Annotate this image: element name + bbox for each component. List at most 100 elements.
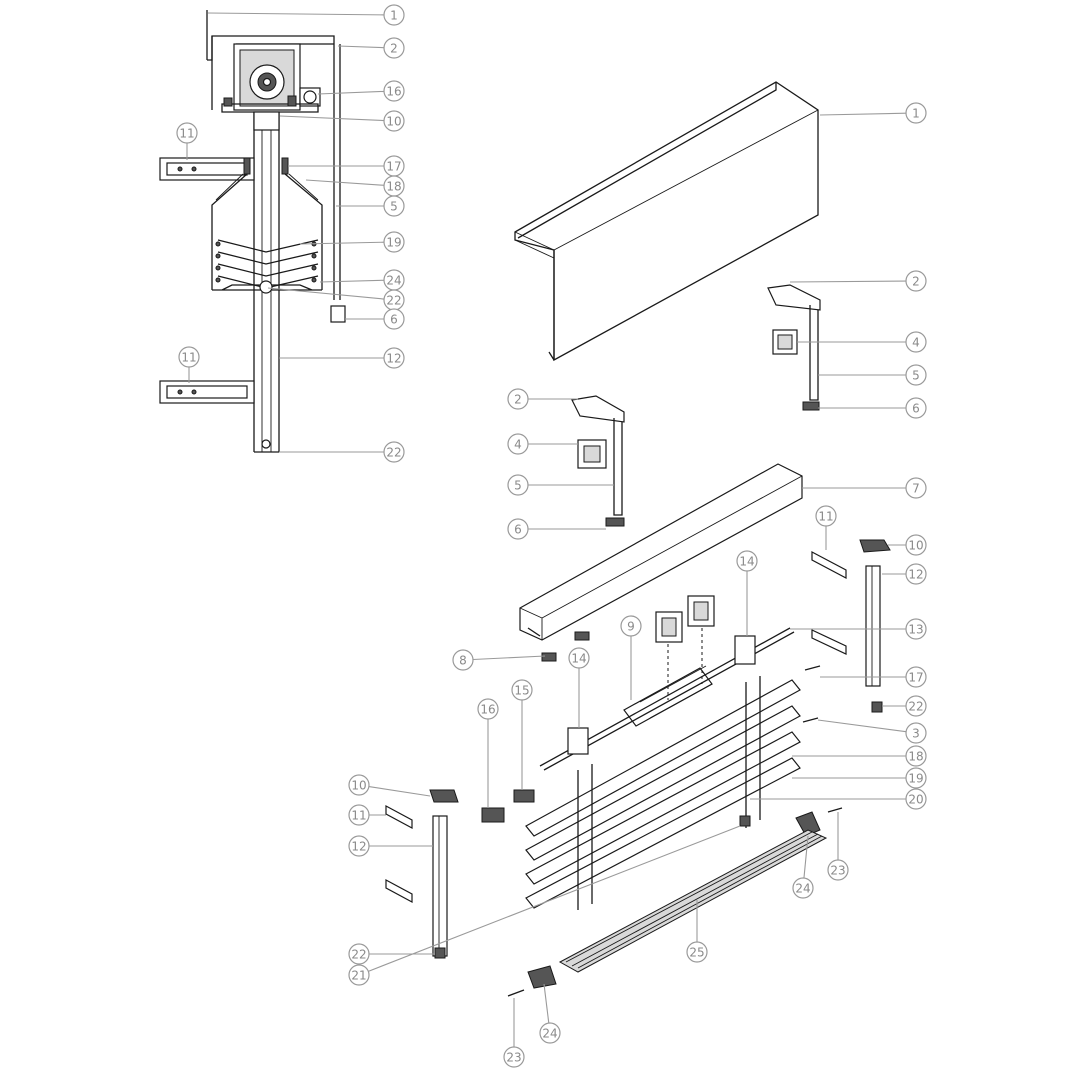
part-23-left [507, 989, 525, 997]
callout-number: 16 [386, 85, 401, 99]
callout-number: 6 [390, 313, 398, 327]
callout-18: 18 [383, 175, 405, 197]
callout-2: 2 [507, 388, 529, 410]
callout-number: 1 [912, 107, 920, 121]
callout-number: 23 [506, 1051, 521, 1065]
callout-12: 12 [348, 835, 370, 857]
callout-25: 25 [686, 941, 708, 963]
leader-line-8 [472, 655, 546, 661]
callout-bubble [176, 122, 198, 144]
part-screw-3 [802, 717, 819, 723]
callout-bubble [827, 859, 849, 881]
section-column-bolt [261, 439, 271, 449]
section-motor-shaft [303, 90, 317, 104]
callout-leaders [186, 12, 907, 1047]
callout-bubble [792, 877, 814, 899]
callout-24: 24 [792, 877, 814, 899]
callout-4: 4 [905, 331, 927, 353]
leader-line-10 [368, 785, 431, 797]
callout-bubble [905, 695, 927, 717]
callout-number: 25 [689, 946, 704, 960]
callout-bubble [905, 767, 927, 789]
callout-number: 6 [514, 523, 522, 537]
section-ladder-cords [211, 173, 323, 290]
callout-2: 2 [905, 270, 927, 292]
callout-number: 5 [912, 369, 920, 383]
callout-bubble [348, 835, 370, 857]
callout-number: 24 [386, 274, 401, 288]
callout-bubble [383, 80, 405, 102]
callout-bubble [383, 347, 405, 369]
callout-21: 21 [348, 964, 370, 986]
callout-bubble [178, 346, 200, 368]
part-20-clip [739, 815, 751, 827]
callout-number: 22 [908, 700, 923, 714]
callout-number: 2 [390, 42, 398, 56]
callout-6: 6 [905, 397, 927, 419]
callout-bubble [905, 331, 927, 353]
section-hole-d [191, 389, 197, 395]
part-tilt-14a [567, 727, 589, 755]
callout-13: 13 [905, 618, 927, 640]
callout-number: 12 [351, 840, 366, 854]
callout-6: 6 [507, 518, 529, 540]
part-22-right [871, 701, 883, 713]
callout-number: 7 [912, 482, 920, 496]
callout-bubble [568, 647, 590, 669]
callout-10: 10 [348, 774, 370, 796]
callout-14: 14 [736, 550, 758, 572]
callout-number: 5 [390, 200, 398, 214]
callout-number: 17 [908, 671, 923, 685]
part-guide-rail-right [865, 565, 881, 687]
callout-1: 1 [383, 4, 405, 26]
part-bracket-set-left [571, 395, 625, 527]
section-slat-3 [217, 263, 319, 277]
callout-bubble [383, 308, 405, 330]
callout-9: 9 [620, 615, 642, 637]
callout-bubble [383, 195, 405, 217]
callout-14: 14 [568, 647, 590, 669]
callout-10: 10 [383, 110, 405, 132]
callout-11: 11 [176, 122, 198, 144]
section-ladder-inner [215, 173, 319, 201]
section-gear-axle [262, 77, 272, 87]
callout-18: 18 [905, 745, 927, 767]
callout-number: 2 [514, 393, 522, 407]
section-cord-clip-right [281, 157, 289, 175]
callout-number: 11 [351, 809, 366, 823]
callout-16: 16 [477, 698, 499, 720]
callout-number: 18 [386, 180, 401, 194]
callout-bubble [507, 388, 529, 410]
callout-number: 6 [912, 402, 920, 416]
callout-12: 12 [383, 347, 405, 369]
callout-bubble [815, 505, 837, 527]
callout-number: 24 [542, 1027, 557, 1041]
callout-bubble [383, 37, 405, 59]
callout-bubble [905, 722, 927, 744]
callout-23: 23 [827, 859, 849, 881]
callout-23: 23 [503, 1046, 525, 1068]
callout-number: 22 [386, 446, 401, 460]
callout-number: 13 [908, 623, 923, 637]
part-clip-8a [574, 631, 590, 641]
callout-number: 23 [830, 864, 845, 878]
part-22-left [434, 947, 446, 959]
leader-line-21 [368, 825, 741, 972]
section-end-cap [330, 305, 346, 323]
part-bottom-rail-25 [558, 829, 828, 973]
callout-bubble [905, 788, 927, 810]
callout-bubble [736, 550, 758, 572]
part-cap-10-left [429, 789, 459, 803]
section-clip-right [287, 95, 297, 107]
part-23-right [827, 807, 843, 813]
callout-22: 22 [905, 695, 927, 717]
callout-bubble [905, 563, 927, 585]
leader-line-1 [819, 112, 907, 116]
callout-bubble [905, 270, 927, 292]
callout-number: 17 [386, 160, 401, 174]
callout-bubble [905, 102, 927, 124]
part-bracket-11-left [385, 804, 413, 830]
leader-line-2 [789, 280, 907, 283]
